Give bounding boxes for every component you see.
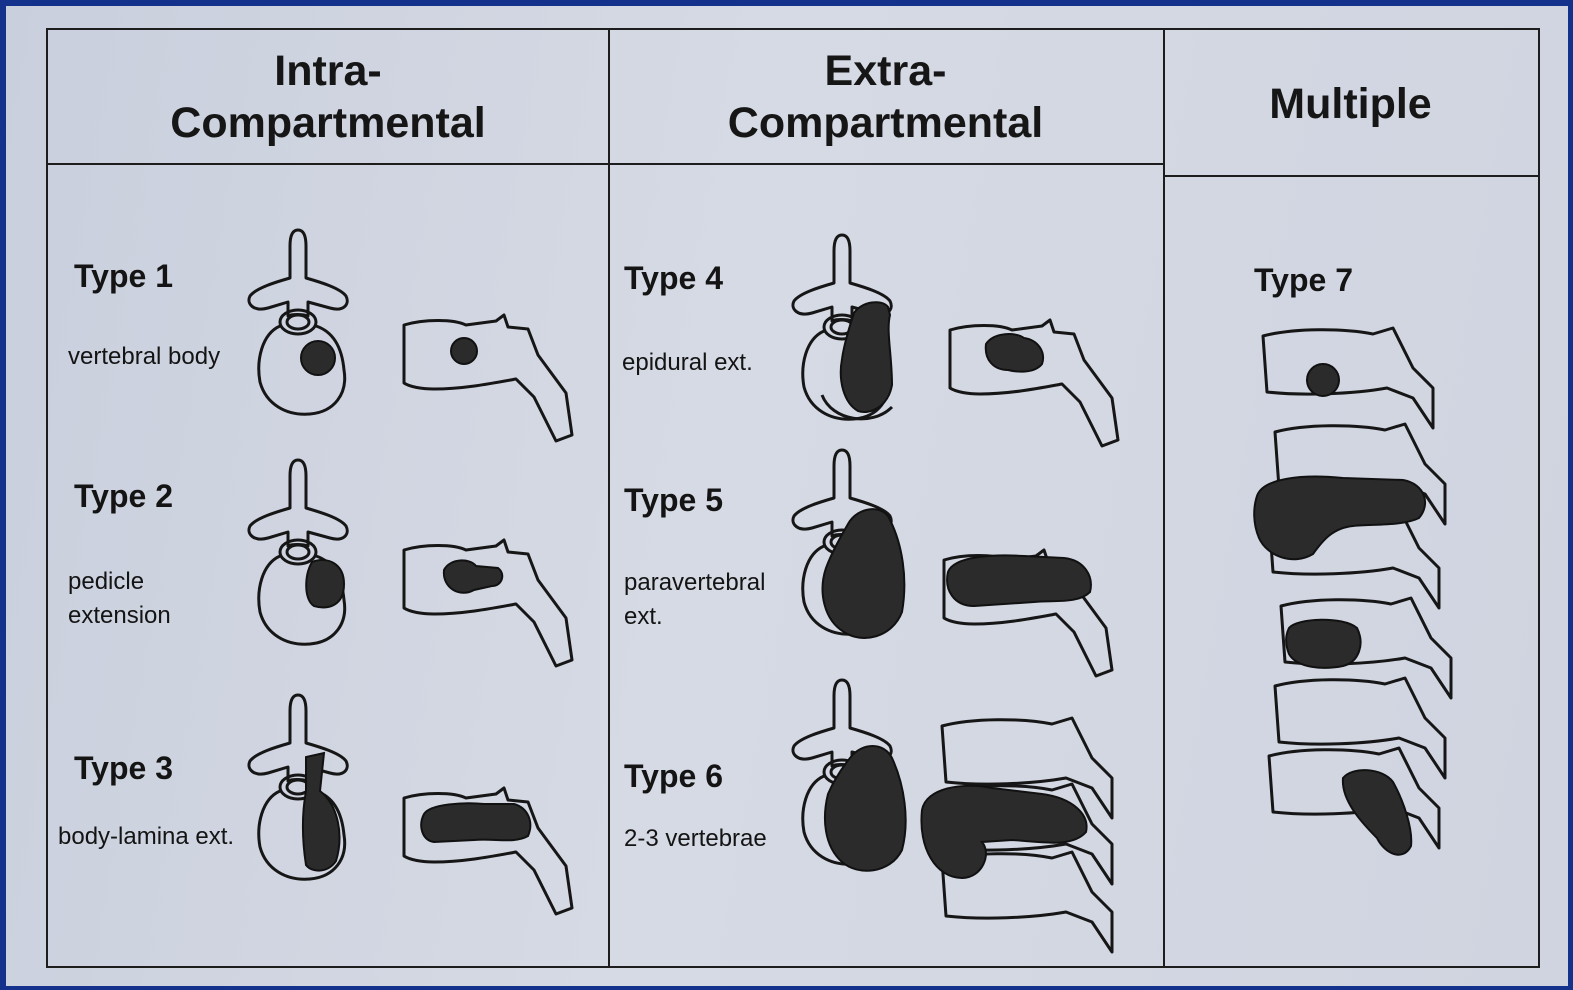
type3-sagittal-drawing [404, 788, 584, 928]
type2-desc: pedicle extension [68, 565, 208, 632]
type4-sagittal-drawing [950, 320, 1130, 460]
type4-sagittal-lesion [986, 334, 1043, 372]
type3-axial-drawing [248, 695, 408, 895]
type6-sagittal-drawing [922, 718, 1122, 968]
type2-axial-lesion [306, 560, 344, 607]
type5-sagittal-lesion [947, 555, 1091, 606]
slide-photo: Intra- Compartmental Extra- Compartmenta… [6, 6, 1568, 986]
type5-sagittal-drawing [944, 550, 1124, 700]
type6-label: Type 6 [624, 758, 723, 795]
type7-lesion-spanning [1254, 477, 1425, 560]
type2-sagittal-lesion [444, 560, 502, 592]
type7-multilevel-drawing [1253, 328, 1483, 888]
type7-lesion-top [1307, 364, 1339, 396]
type3-axial-lesion [303, 753, 339, 871]
type3-sagittal-lesion [421, 803, 530, 842]
header-extra-line1: Extra- [825, 46, 947, 98]
type3-label: Type 3 [74, 750, 173, 787]
type4-desc: epidural ext. [622, 346, 753, 380]
header-extra-compartmental: Extra- Compartmental [608, 30, 1163, 165]
type1-desc: vertebral body [68, 340, 220, 374]
type1-axial-lesion [301, 341, 335, 375]
type2-label: Type 2 [74, 478, 173, 515]
type1-axial-drawing [248, 230, 408, 430]
type6-sagittal-lesion [921, 786, 1086, 878]
classification-table: Intra- Compartmental Extra- Compartmenta… [46, 28, 1540, 968]
type7-lesion-middle [1286, 620, 1361, 668]
type4-axial-drawing [792, 235, 952, 435]
header-multiple: Multiple [1163, 30, 1538, 180]
type6-desc: 2-3 vertebrae [624, 822, 767, 856]
column-divider-1 [608, 30, 610, 966]
type3-desc: body-lamina ext. [58, 820, 234, 854]
type1-label: Type 1 [74, 258, 173, 295]
type5-axial-lesion [823, 509, 905, 638]
header-multiple-text: Multiple [1269, 79, 1431, 131]
type5-axial-drawing [792, 450, 962, 660]
type5-label: Type 5 [624, 482, 723, 519]
header-extra-line2: Compartmental [728, 98, 1043, 150]
header-intra-compartmental: Intra- Compartmental [48, 30, 608, 165]
type5-desc: paravertebral ext. [624, 566, 794, 633]
type2-sagittal-drawing [404, 540, 584, 680]
type2-axial-drawing [248, 460, 408, 660]
type1-sagittal-drawing [404, 315, 584, 455]
type4-label: Type 4 [624, 260, 723, 297]
header-intra-line1: Intra- [274, 46, 382, 98]
type7-label: Type 7 [1254, 262, 1353, 299]
type1-sagittal-lesion [451, 338, 477, 364]
header-intra-line2: Compartmental [170, 98, 485, 150]
